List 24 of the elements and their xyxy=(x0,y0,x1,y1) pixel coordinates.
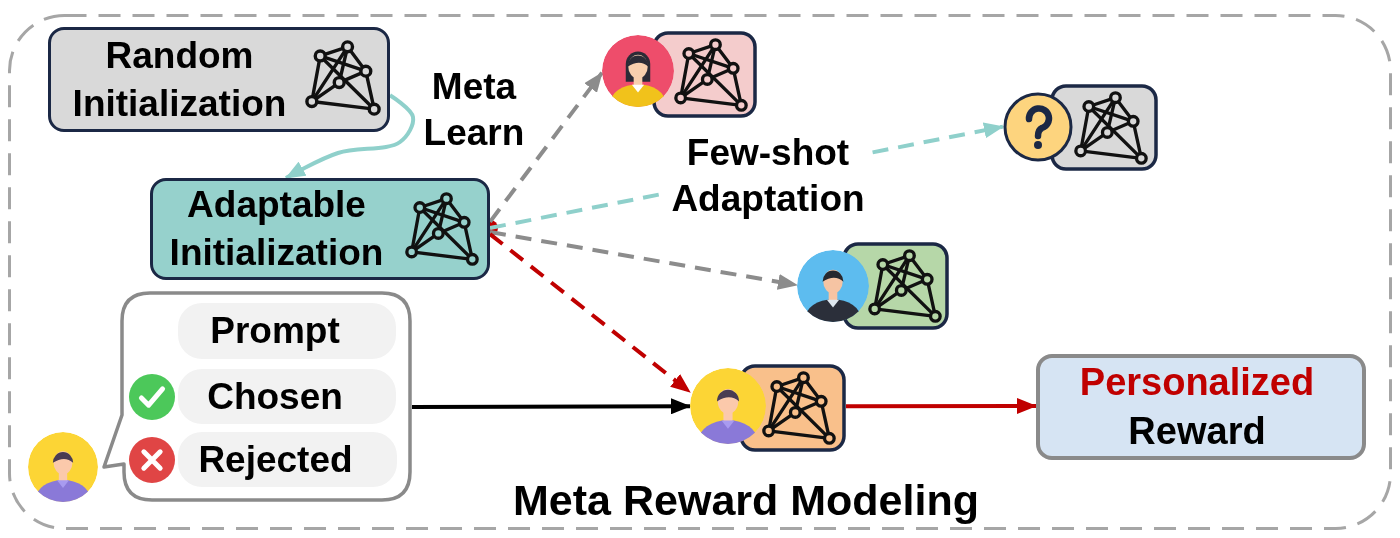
frame-title: Meta Reward Modeling xyxy=(513,475,979,525)
process-box xyxy=(150,178,490,280)
process-box xyxy=(48,27,390,132)
arrow xyxy=(846,397,1037,414)
arrow xyxy=(285,93,416,180)
question-network-picture xyxy=(1003,84,1158,171)
speech-bubble xyxy=(100,291,412,502)
dashed-arrow xyxy=(489,230,798,290)
result-box xyxy=(1036,354,1366,460)
dashed-frame xyxy=(8,14,1392,530)
avatar-network-picture xyxy=(797,242,949,330)
node-heading: Personalized xyxy=(1079,360,1315,405)
option-label: Chosen xyxy=(207,374,343,419)
option-label: Rejected xyxy=(198,437,353,482)
dashed-arrow xyxy=(488,122,1005,230)
avatar-network-picture xyxy=(602,31,757,118)
node-label: Reward xyxy=(1128,409,1266,454)
avatar-network-picture xyxy=(690,364,846,452)
node-label: Adaptable Initialization xyxy=(169,183,384,275)
arrow xyxy=(412,398,691,415)
dashed-arrow xyxy=(488,71,604,224)
option-label: Prompt xyxy=(210,309,340,353)
dashed-arrow xyxy=(488,232,692,394)
node-label: Random Initialization xyxy=(72,33,287,126)
